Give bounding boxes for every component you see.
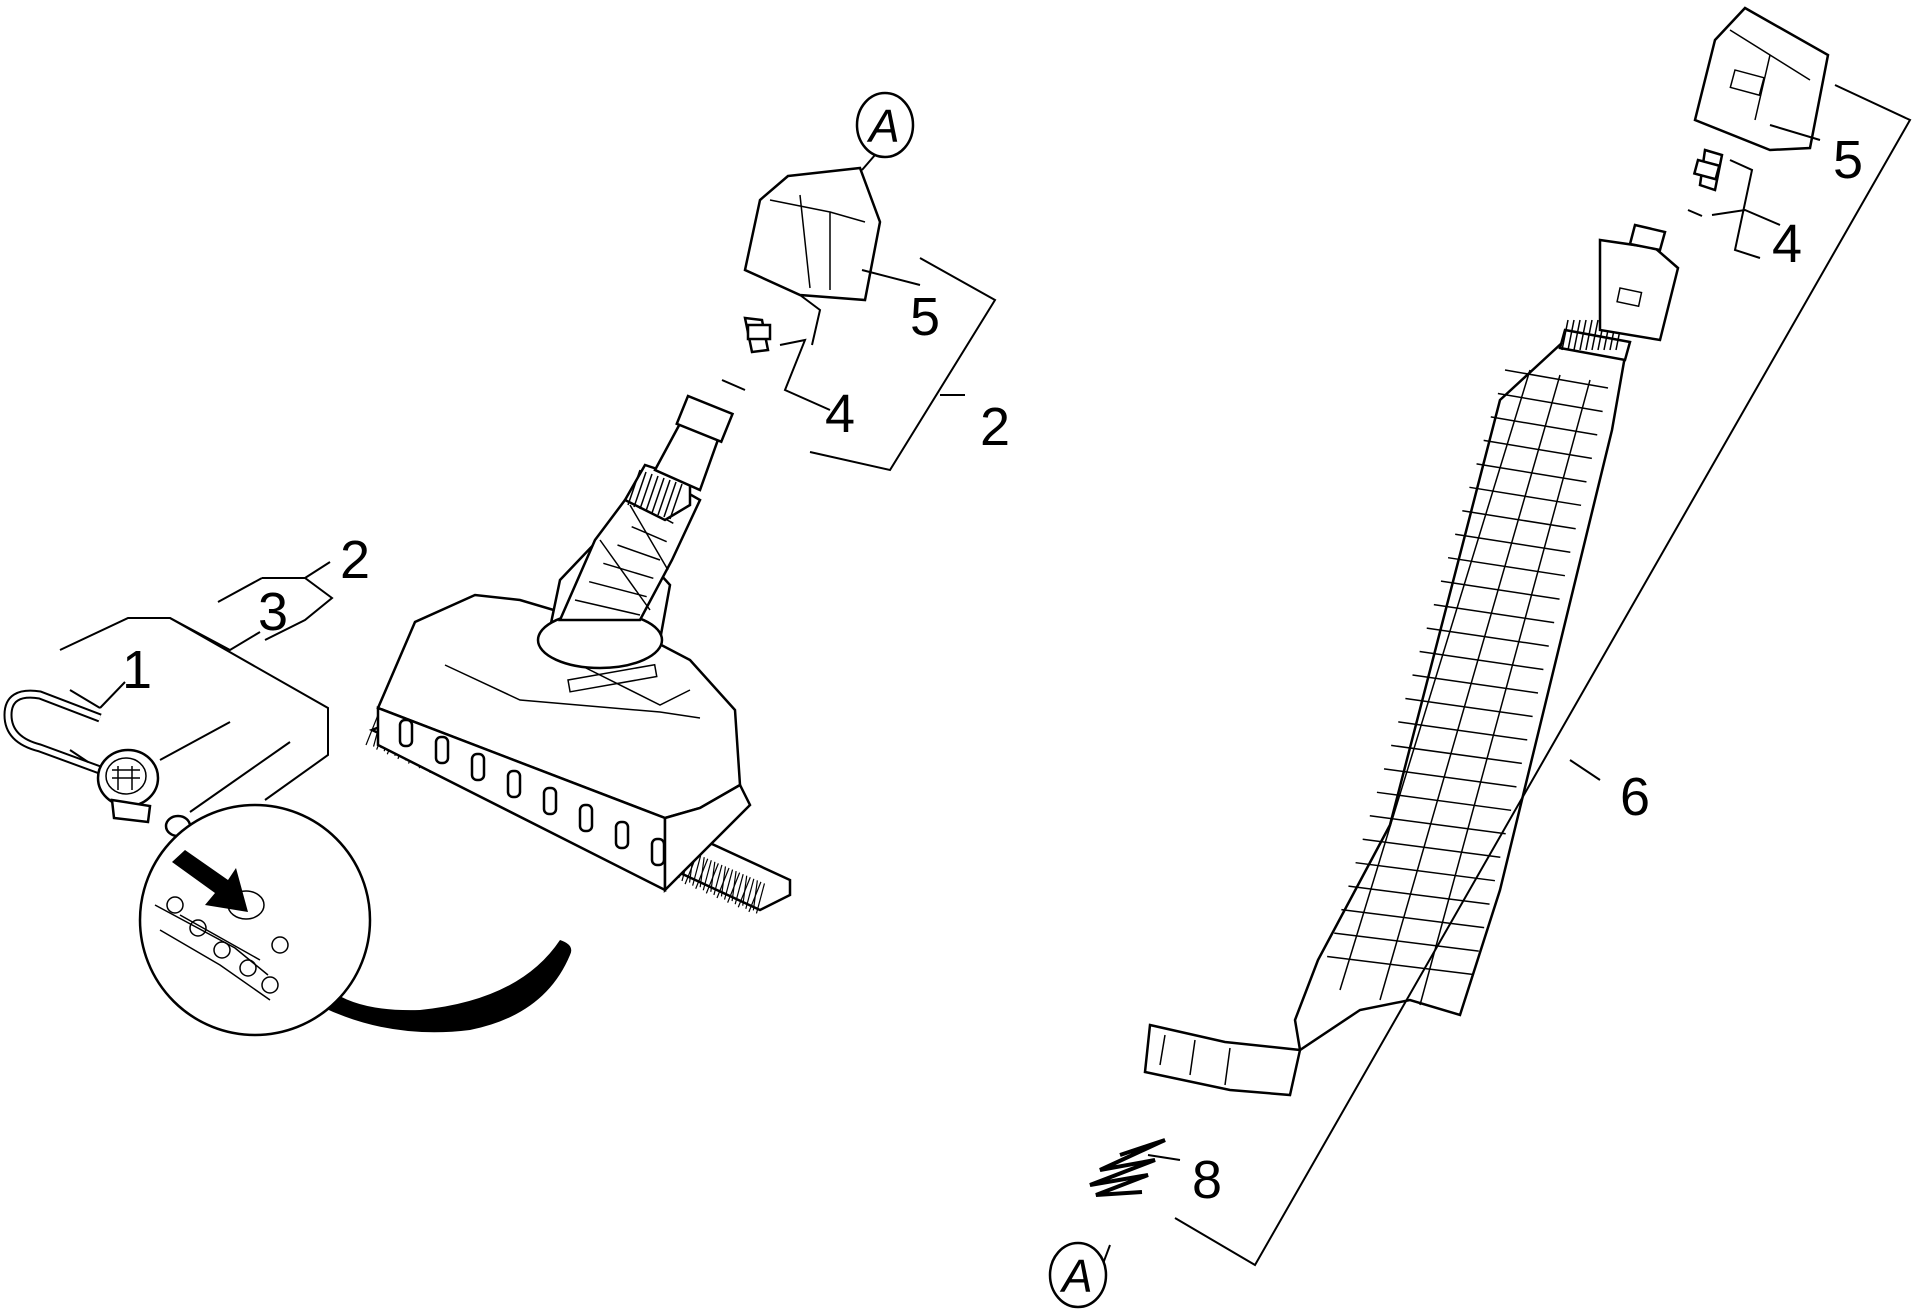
- reference-A-lance: [1048, 1241, 1108, 1309]
- coupler-nut-part-5: [743, 166, 882, 302]
- insert-arrow: [172, 850, 248, 912]
- lance-tube: [1293, 340, 1627, 1053]
- label-part-5-brush: 5: [910, 287, 940, 347]
- bracket-6: [1174, 84, 1912, 1267]
- label-part-4-brush: 4: [825, 384, 855, 444]
- label-part-5-lance: 5: [1833, 130, 1863, 190]
- brush-coupler-group: A 5 4 2: [721, 91, 1010, 472]
- label-part-2-left: 2: [340, 530, 370, 590]
- extension-lance: [1143, 223, 1680, 1097]
- bracket-2-brush: [809, 257, 997, 472]
- label-part-4-lance: 4: [1772, 214, 1802, 274]
- reference-A-brush: [855, 91, 915, 159]
- clip-part-1: [3, 689, 102, 775]
- bracket-3: [59, 617, 329, 801]
- bracket-2-left: [217, 577, 334, 641]
- wash-brush: [365, 394, 792, 914]
- coupler-nut-part-5-lance: [1693, 6, 1830, 152]
- label-part-8: 8: [1192, 1150, 1222, 1210]
- label-part-2-brush: 2: [980, 397, 1010, 457]
- label-part-3: 3: [258, 582, 288, 642]
- nozzle-insert: [96, 748, 160, 824]
- label-part-1: 1: [122, 640, 152, 700]
- spring-part-8: [1089, 1138, 1166, 1197]
- nozzle-group: 1 3 2: [3, 530, 370, 838]
- lance-coupler-group: A 5 4 6 8: [1048, 6, 1912, 1309]
- label-A-brush: A: [866, 100, 900, 152]
- label-part-6: 6: [1620, 767, 1650, 827]
- label-A-lance: A: [1059, 1250, 1093, 1302]
- magnifier-detail: [138, 803, 572, 1037]
